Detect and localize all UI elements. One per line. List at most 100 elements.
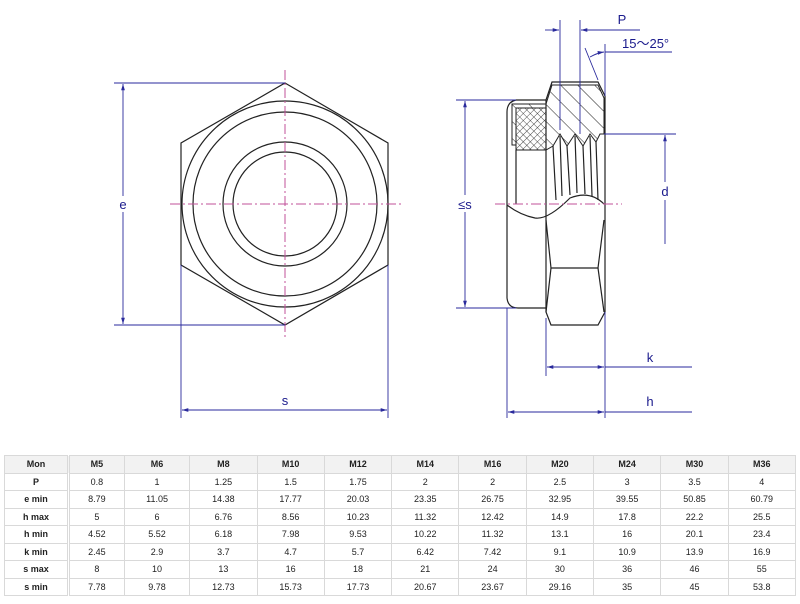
- column-header-m24: M24: [593, 455, 662, 474]
- table-cell: 2.9: [123, 542, 191, 561]
- table-cell: 8: [68, 560, 125, 579]
- column-header-m16: M16: [458, 455, 527, 474]
- table-cell: 10.22: [391, 525, 460, 544]
- table-cell: 23.4: [727, 525, 797, 544]
- table-cell: 23.67: [458, 577, 527, 596]
- table-cell: 7.98: [256, 525, 325, 544]
- table-cell: 9.53: [323, 525, 393, 544]
- table-cell: 1.5: [256, 472, 325, 491]
- table-cell: 24: [458, 560, 527, 579]
- table-cell: 4.7: [256, 542, 325, 561]
- table-cell: 53.8: [727, 577, 797, 596]
- table-cell: 45: [660, 577, 729, 596]
- table-cell: 17.73: [323, 577, 393, 596]
- table-cell: 16: [256, 560, 325, 579]
- table-cell: 12.42: [458, 507, 527, 526]
- column-header-m36: M36: [727, 455, 797, 474]
- column-header-m30: M30: [660, 455, 729, 474]
- table-cell: 8.79: [68, 490, 125, 509]
- table-cell: 10.9: [593, 542, 662, 561]
- column-header-m8: M8: [189, 455, 258, 474]
- table-cell: 8.56: [256, 507, 325, 526]
- table-cell: 1.25: [189, 472, 258, 491]
- table-cell: 7.78: [68, 577, 125, 596]
- table-cell: 20.67: [391, 577, 460, 596]
- table-cell: 36: [593, 560, 662, 579]
- table-cell: 4: [727, 472, 797, 491]
- table-cell: 5.52: [123, 525, 191, 544]
- table-cell: 6.18: [189, 525, 258, 544]
- row-header: P: [4, 472, 70, 491]
- s-label: s: [282, 393, 289, 408]
- column-header-m5: M5: [68, 455, 125, 474]
- table-cell: 13: [189, 560, 258, 579]
- p-label: P: [618, 12, 627, 27]
- table-cell: 20.03: [323, 490, 393, 509]
- column-header-m14: M14: [391, 455, 460, 474]
- d-label: d: [661, 184, 668, 199]
- k-label: k: [647, 350, 654, 365]
- table-cell: 30: [525, 560, 595, 579]
- angle-label: 15～25°: [622, 36, 669, 51]
- table-cell: 60.79: [727, 490, 797, 509]
- nylon-insert: [515, 107, 547, 151]
- table-cell: 0.8: [68, 472, 125, 491]
- table-cell: 6.42: [391, 542, 460, 561]
- table-cell: 2: [458, 472, 527, 491]
- table-cell: 10: [123, 560, 191, 579]
- row-header: s max: [4, 560, 70, 579]
- thread-lines: [552, 135, 599, 201]
- front-view: e s: [114, 70, 402, 418]
- table-cell: 11.32: [391, 507, 460, 526]
- row-header: e min: [4, 490, 70, 509]
- table-cell: 1: [123, 472, 191, 491]
- table-cell: 2: [391, 472, 460, 491]
- nut-technical-drawing: e s ≤s d k: [114, 12, 692, 418]
- table-cell: 29.16: [525, 577, 595, 596]
- table-cell: 35: [593, 577, 662, 596]
- column-header-m12: M12: [323, 455, 393, 474]
- e-label: e: [119, 197, 126, 212]
- table-cell: 11.05: [123, 490, 191, 509]
- table-cell: 13.1: [525, 525, 595, 544]
- table-cell: 4.52: [68, 525, 125, 544]
- table-cell: 25.5: [727, 507, 797, 526]
- table-cell: 55: [727, 560, 797, 579]
- table-cell: 3.5: [660, 472, 729, 491]
- table-cell: 3.7: [189, 542, 258, 561]
- table-cell: 12.73: [189, 577, 258, 596]
- table-cell: 21: [391, 560, 460, 579]
- column-header-m20: M20: [525, 455, 595, 474]
- table-cell: 16: [593, 525, 662, 544]
- side-view: ≤s d k h P 15～25°: [455, 12, 692, 418]
- table-cell: 17.77: [256, 490, 325, 509]
- row-header: s min: [4, 577, 70, 596]
- table-cell: 23.35: [391, 490, 460, 509]
- table-cell: 2.45: [68, 542, 125, 561]
- table-cell: 7.42: [458, 542, 527, 561]
- h-label: h: [646, 394, 653, 409]
- table-cell: 26.75: [458, 490, 527, 509]
- column-header-m6: M6: [123, 455, 191, 474]
- row-header: h max: [4, 507, 70, 526]
- table-cell: 20.1: [660, 525, 729, 544]
- table-cell: 14.9: [525, 507, 595, 526]
- table-cell: 22.2: [660, 507, 729, 526]
- angle-arc: [589, 51, 605, 58]
- table-cell: 6: [123, 507, 191, 526]
- table-cell: 9.1: [525, 542, 595, 561]
- column-header-mon: Mon: [4, 455, 70, 474]
- table-cell: 6.76: [189, 507, 258, 526]
- table-cell: 50.85: [660, 490, 729, 509]
- table-cell: 14.38: [189, 490, 258, 509]
- row-header: h min: [4, 525, 70, 544]
- table-cell: 16.9: [727, 542, 797, 561]
- table-cell: 11.32: [458, 525, 527, 544]
